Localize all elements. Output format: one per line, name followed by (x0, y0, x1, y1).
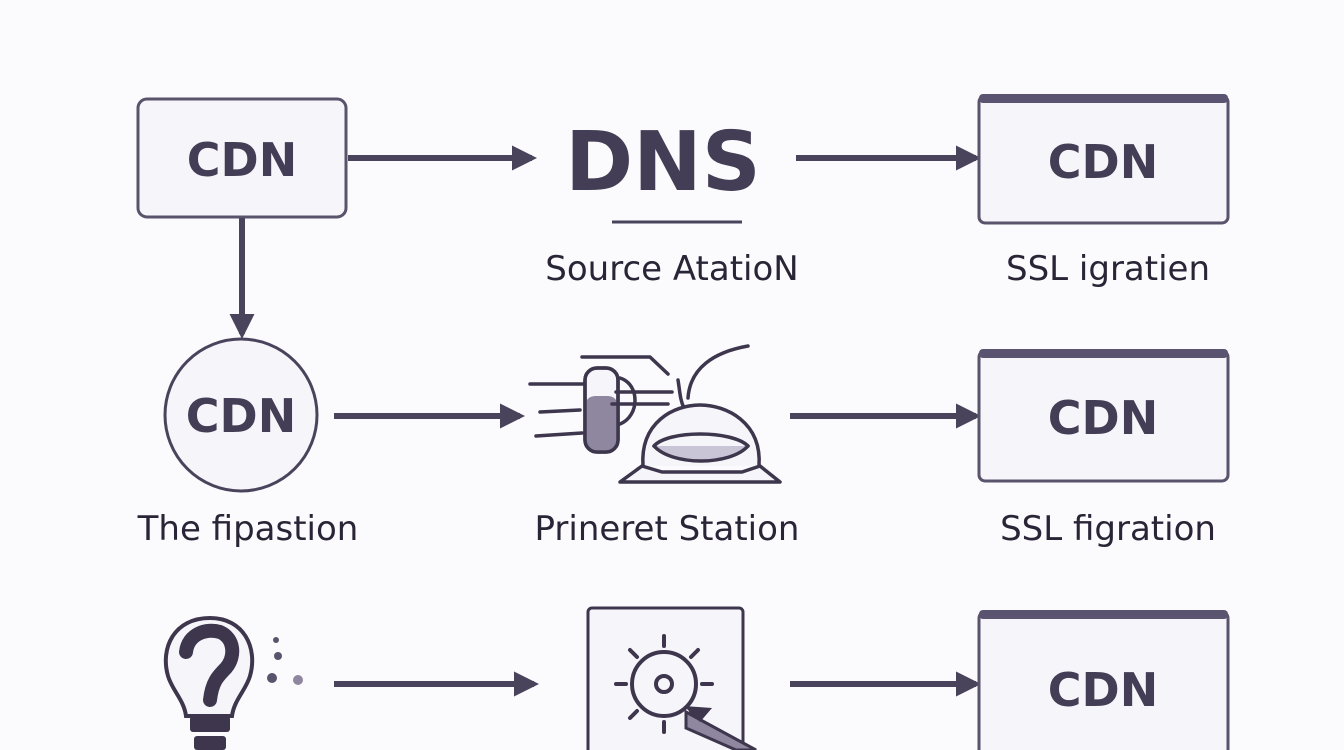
the-fipastion-label: The fipastion (137, 509, 359, 549)
cdn-box-top-right-label: CDN (1048, 135, 1158, 189)
cdn-box-top-left: CDN (136, 97, 348, 219)
gear-cursor-icon (586, 606, 757, 750)
cdn-circle-label: CDN (186, 389, 296, 443)
cdn-box-top-left-label: CDN (187, 133, 297, 187)
lightbulb-icon (163, 615, 303, 750)
ssl-migration-label-top: SSL igratien (1006, 249, 1210, 289)
cdn-box-bottom-right-label: CDN (1048, 663, 1158, 717)
server-station-icon (528, 344, 782, 484)
cdn-box-mid-right: CDN (977, 349, 1230, 483)
cdn-box-bottom-right: CDN (977, 610, 1230, 750)
ssl-figration-label: SSL figration (1000, 509, 1216, 549)
cdn-box-top-right: CDN (977, 94, 1230, 225)
dns-title: DNS (565, 115, 761, 210)
prineret-station-label: Prineret Station (535, 509, 800, 549)
cdn-box-mid-right-label: CDN (1048, 391, 1158, 445)
cdn-circle: CDN (163, 337, 319, 493)
source-station-label: Source AtatioN (545, 249, 798, 289)
